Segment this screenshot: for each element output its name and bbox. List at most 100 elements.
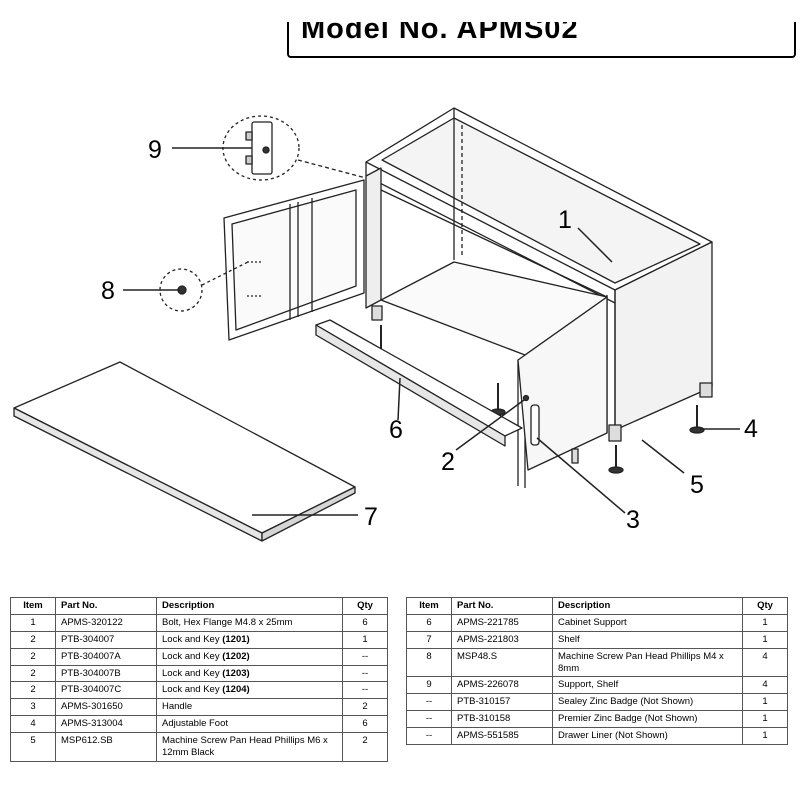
cell-description: Machine Screw Pan Head Phillips M4 x 8mm <box>552 647 743 678</box>
cell-description: Sealey Zinc Badge (Not Shown) <box>552 693 743 712</box>
description-text: Lock and Key <box>162 667 223 679</box>
exploded-diagram: 9 8 1 6 2 3 4 5 7 <box>13 107 758 542</box>
cell-qty: 1 <box>742 727 788 745</box>
model-code: (1202) <box>222 650 250 662</box>
cell-part-no: PTB-310157 <box>451 693 553 712</box>
cell-description: Support, Shelf <box>552 676 743 695</box>
cell-item: 9 <box>406 676 452 695</box>
callout-2: 2 <box>441 448 455 476</box>
callout-9: 9 <box>148 136 162 164</box>
description-text: Handle <box>162 701 193 713</box>
callout-7: 7 <box>364 503 378 531</box>
header-part-no: Part No. <box>55 597 157 615</box>
callout-5: 5 <box>690 471 704 499</box>
cell-qty: -- <box>342 664 388 683</box>
cell-description: Lock and Key (1201) <box>156 630 343 649</box>
cell-qty: 1 <box>742 710 788 728</box>
cell-description: Shelf <box>552 630 743 649</box>
cell-part-no: APMS-320122 <box>55 613 157 632</box>
leader-lines <box>123 147 740 516</box>
callout-6: 6 <box>389 416 403 444</box>
description-text: Lock and Key <box>162 650 223 662</box>
description-text: Bolt, Hex Flange M4.8 x 25mm <box>162 616 293 628</box>
cell-description: Cabinet Support <box>552 613 743 632</box>
cell-description: Adjustable Foot <box>156 715 343 733</box>
cell-qty: 2 <box>342 698 388 717</box>
model-code: (1201) <box>222 633 250 645</box>
description-text: Adjustable Foot <box>162 718 229 730</box>
header-item: Item <box>406 597 452 615</box>
callout-4: 4 <box>744 415 758 443</box>
description-text: Machine Screw Pan Head Phillips M4 x 8mm <box>558 650 724 674</box>
cell-qty: 1 <box>742 693 788 712</box>
cell-item: 7 <box>406 630 452 649</box>
cell-qty: 1 <box>742 613 788 632</box>
cell-item: 2 <box>10 681 56 700</box>
cell-item: 1 <box>10 613 56 632</box>
header-item: Item <box>10 597 56 615</box>
table-header-row: Item Part No. Description Qty <box>10 597 388 615</box>
cell-item: -- <box>406 727 452 745</box>
cell-description: Lock and Key (1204) <box>156 681 343 700</box>
cell-qty: 1 <box>742 630 788 649</box>
cell-description: Lock and Key (1203) <box>156 664 343 683</box>
cell-part-no: APMS-221803 <box>451 630 553 649</box>
cell-part-no: APMS-221785 <box>451 613 553 632</box>
cell-item: 3 <box>10 698 56 717</box>
cell-item: 4 <box>10 715 56 733</box>
model-code: (1203) <box>222 667 250 679</box>
model-title: Model No. APMS02 <box>301 22 579 45</box>
cell-part-no: PTB-304007 <box>55 630 157 649</box>
description-text: Shelf <box>558 633 580 645</box>
door-drawing <box>223 179 365 341</box>
cell-part-no: APMS-226078 <box>451 676 553 695</box>
cell-item: 2 <box>10 630 56 649</box>
cabinet-drawing <box>365 107 713 488</box>
description-text: Machine Screw Pan Head Phillips M6 x 12m… <box>162 735 328 758</box>
cell-part-no: PTB-304007C <box>55 681 157 700</box>
cell-part-no: MSP48.S <box>451 647 553 678</box>
callout-8: 8 <box>101 277 115 305</box>
cell-qty: 4 <box>742 676 788 695</box>
cabinet-support-drawing <box>315 319 523 447</box>
callouts: 9 8 1 6 2 3 4 5 7 <box>101 136 758 534</box>
cell-qty: 2 <box>342 732 388 762</box>
header-description: Description <box>156 597 343 615</box>
callout-3: 3 <box>626 506 640 534</box>
cell-qty: -- <box>342 647 388 666</box>
shelf-drawing <box>13 361 356 542</box>
description-text: Premier Zinc Badge (Not Shown) <box>558 713 698 725</box>
cell-part-no: PTB-304007A <box>55 647 157 666</box>
cell-description: Lock and Key (1202) <box>156 647 343 666</box>
header-part-no: Part No. <box>451 597 553 615</box>
cell-qty: 4 <box>742 647 788 678</box>
header-qty: Qty <box>742 597 788 615</box>
cell-description: Premier Zinc Badge (Not Shown) <box>552 710 743 728</box>
cell-item: -- <box>406 710 452 728</box>
cell-item: 6 <box>406 613 452 632</box>
title-box: Model No. APMS02 <box>287 22 796 58</box>
cell-part-no: PTB-304007B <box>55 664 157 683</box>
header-qty: Qty <box>342 597 388 615</box>
cell-description: Drawer Liner (Not Shown) <box>552 727 743 745</box>
description-text: Drawer Liner (Not Shown) <box>558 730 668 741</box>
cell-description: Bolt, Hex Flange M4.8 x 25mm <box>156 613 343 632</box>
description-text: Lock and Key <box>162 684 223 696</box>
cell-description: Handle <box>156 698 343 717</box>
cell-item: 5 <box>10 732 56 762</box>
description-text: Cabinet Support <box>558 616 627 628</box>
cell-item: 8 <box>406 647 452 678</box>
